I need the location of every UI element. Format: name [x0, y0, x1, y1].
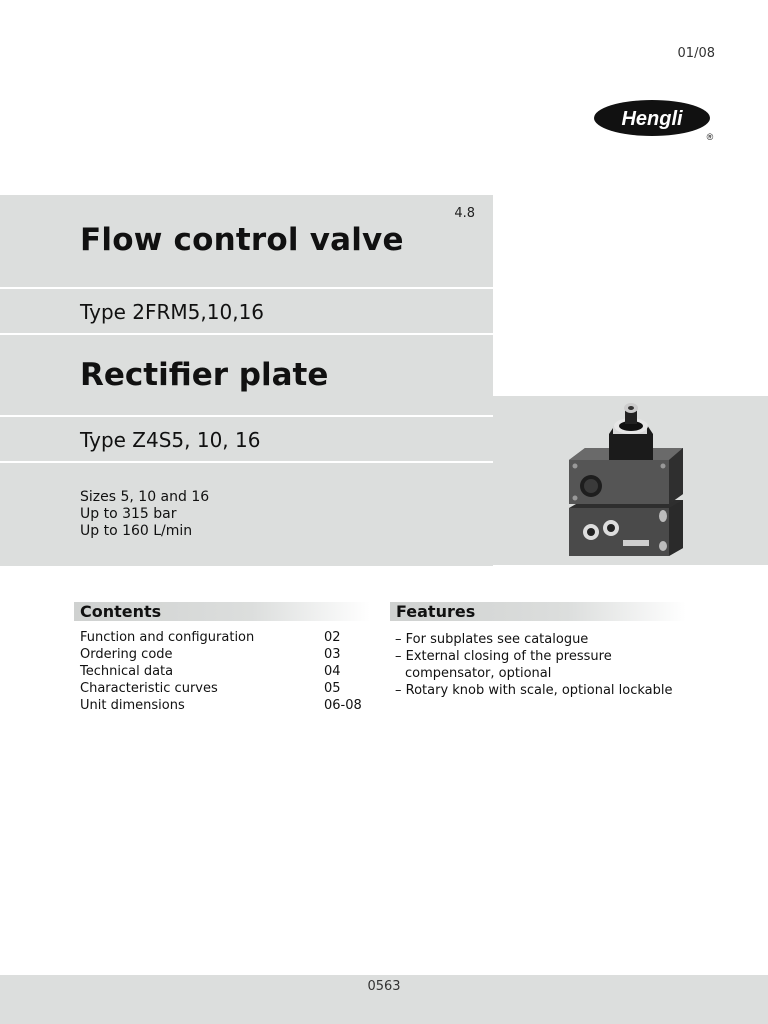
contents-item: Ordering code 03 [80, 646, 370, 663]
contents-item-label: Ordering code [80, 647, 173, 662]
contents-item: Function and configuration 02 [80, 629, 370, 646]
contents-item-page: 03 [324, 647, 341, 662]
registered-mark: ® [707, 132, 714, 142]
contents-item: Characteristic curves 05 [80, 680, 370, 697]
page-title: Flow control valve [80, 222, 404, 258]
logo-brand-text: Hengli [621, 108, 683, 130]
contents-item-page: 02 [324, 630, 341, 645]
contents-item-page: 04 [324, 664, 341, 679]
contents-item-page: 06-08 [324, 698, 362, 713]
spec-item: Up to 315 bar [80, 506, 177, 522]
spec-list: Sizes 5, 10 and 16 Up to 315 bar Up to 1… [80, 489, 209, 540]
features-list: – For subplates see catalogue – External… [395, 631, 695, 699]
secondary-title: Rectifier plate [80, 357, 329, 393]
contents-item: Unit dimensions 06-08 [80, 697, 370, 714]
contents-item-label: Technical data [80, 664, 174, 679]
feature-item: – For subplates see catalogue [395, 632, 589, 647]
title-band-2: Rectifier plate [0, 335, 493, 417]
valve-product-image [569, 403, 683, 556]
contents-list: Function and configuration 02 Ordering co… [80, 629, 370, 714]
features-heading: Features [390, 602, 686, 621]
spec-item: Up to 160 L/min [80, 523, 193, 539]
title-block: 4.8 Flow control valve Type 2FRM5,10,16 … [0, 195, 493, 566]
feature-item: – Rotary knob with scale, optional locka… [395, 683, 673, 698]
footer-band: 0563 [0, 975, 768, 1024]
contents-item: Technical data 04 [80, 663, 370, 680]
type-band-2: Type Z4S5, 10, 16 [0, 417, 493, 463]
section-code: 4.8 [454, 206, 475, 221]
type-designation-1: Type 2FRM5,10,16 [80, 300, 265, 324]
contents-item-page: 05 [324, 681, 341, 696]
contents-heading: Contents [74, 602, 370, 621]
hengli-logo: Hengli ® [592, 98, 718, 144]
spec-item: Sizes 5, 10 and 16 [80, 489, 210, 505]
footer-code: 0563 [367, 979, 401, 994]
contents-item-label: Unit dimensions [80, 698, 185, 713]
type-designation-2: Type Z4S5, 10, 16 [80, 428, 261, 452]
feature-item: – External closing of the pressure compe… [395, 649, 612, 681]
specs-band: Sizes 5, 10 and 16 Up to 315 bar Up to 1… [0, 463, 493, 566]
page-number: 01/08 [677, 46, 715, 61]
product-image-panel [493, 396, 768, 565]
type-band-1: Type 2FRM5,10,16 [0, 289, 493, 335]
contents-item-label: Function and configuration [80, 630, 255, 645]
title-band: 4.8 Flow control valve [0, 195, 493, 289]
contents-item-label: Characteristic curves [80, 681, 218, 696]
